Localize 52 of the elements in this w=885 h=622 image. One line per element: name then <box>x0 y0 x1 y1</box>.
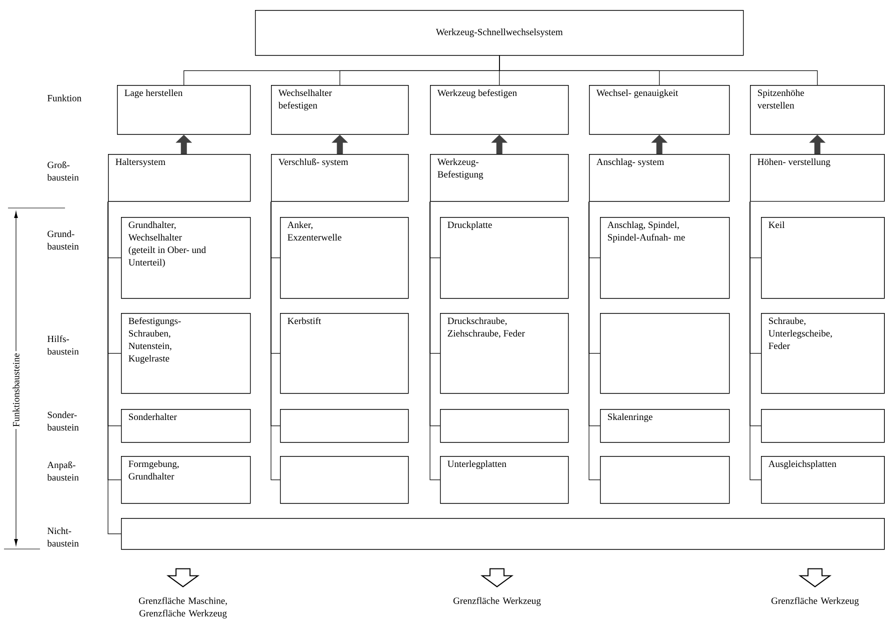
interface-label: Grenzfläche Werkzeug <box>771 597 859 606</box>
function-box: Spitzenhöhe verstellen <box>750 85 885 135</box>
hollow-arrow <box>166 568 200 588</box>
system-box: Werkzeug-Schnellwechselsystem <box>255 10 744 56</box>
component-box <box>280 456 409 504</box>
assembly-box: Anschlag- system <box>589 154 730 202</box>
row-label: Anpaß- baustein <box>47 461 79 481</box>
axis-label: Funktionsbausteine <box>10 351 22 429</box>
row-label: Funktion <box>47 94 82 102</box>
assembly-box: Höhen- verstellung <box>750 154 885 202</box>
component-box: Ausgleichsplatten <box>761 456 885 504</box>
connector-line <box>270 201 280 480</box>
hollow-arrow <box>480 568 514 588</box>
assembly-box: Verschluß- system <box>271 154 409 202</box>
component-box: Druckplatte <box>440 217 569 299</box>
component-box: Grundhalter, Wechselhalter (geteilt in Ober- und Unterteil) <box>121 217 251 299</box>
component-box: Druckschraube, Ziehschraube, Feder <box>440 313 569 394</box>
component-box: Sonderhalter <box>121 409 251 443</box>
component-box <box>440 409 569 443</box>
component-box <box>280 409 409 443</box>
component-box: Anschlag, Spindel, Spindel-Aufnah- me <box>600 217 730 299</box>
component-box: Befestigungs- Schrauben, Nutenstein, Kugelraste <box>121 313 251 394</box>
component-box <box>121 518 885 550</box>
row-label: Nicht- baustein <box>47 527 79 547</box>
component-box: Schraube, Unterlegscheibe, Feder <box>761 313 885 394</box>
function-box: Wechselhalter befestigen <box>271 85 409 135</box>
connector-line <box>108 201 122 534</box>
component-box <box>600 456 730 504</box>
connector-line <box>499 55 818 86</box>
component-box: Keil <box>761 217 885 299</box>
component-box <box>761 409 885 443</box>
connector-line <box>588 201 600 480</box>
connector-line <box>430 201 440 480</box>
connector-line <box>750 201 762 480</box>
hollow-arrow <box>798 568 832 588</box>
assembly-box: Haltersystem <box>108 154 251 202</box>
row-label: Sonder- baustein <box>47 411 79 431</box>
component-box: Skalenringe <box>600 409 730 443</box>
row-label: Grund- baustein <box>47 230 79 250</box>
assembly-box: Werkzeug- Befestigung <box>430 154 569 202</box>
function-box: Wechsel- genauigkeit <box>589 85 730 135</box>
component-box <box>600 313 730 394</box>
component-box: Kerbstift <box>280 313 409 394</box>
component-box: Formgebung, Grundhalter <box>121 456 251 504</box>
function-box: Werkzeug befestigen <box>430 85 569 135</box>
interface-label: Grenzfläche Werkzeug <box>453 597 541 606</box>
component-box: Anker, Exzenterwelle <box>280 217 409 299</box>
row-label: Groß- baustein <box>47 161 79 181</box>
interface-label: Grenzfläche Maschine, Grenzfläche Werkzeug <box>138 597 227 618</box>
row-label: Hilfs- baustein <box>47 335 79 355</box>
function-box: Lage herstellen <box>117 85 251 135</box>
component-box: Unterlegplatten <box>440 456 569 504</box>
